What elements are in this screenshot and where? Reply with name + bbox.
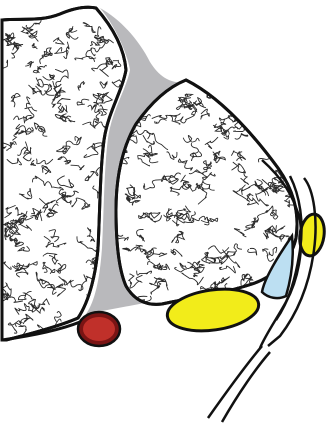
- texture-stroke: [247, 119, 273, 128]
- thin-channel-tail: [208, 346, 262, 418]
- texture-stroke: [287, 145, 295, 152]
- texture-stroke: [218, 80, 229, 90]
- texture-stroke: [287, 127, 299, 134]
- texture-stroke: [275, 121, 286, 131]
- texture-stroke: [282, 107, 299, 118]
- texture-stroke: [22, 2, 34, 17]
- texture-stroke: [259, 80, 277, 100]
- texture-stroke: [264, 91, 272, 100]
- texture-stroke: [282, 80, 292, 90]
- texture-stroke: [285, 161, 300, 171]
- texture-stroke: [253, 85, 262, 92]
- texture-stroke: [245, 92, 256, 100]
- texture-stroke: [274, 149, 292, 156]
- vessel-lumen: [83, 317, 115, 341]
- texture-stroke: [275, 140, 302, 152]
